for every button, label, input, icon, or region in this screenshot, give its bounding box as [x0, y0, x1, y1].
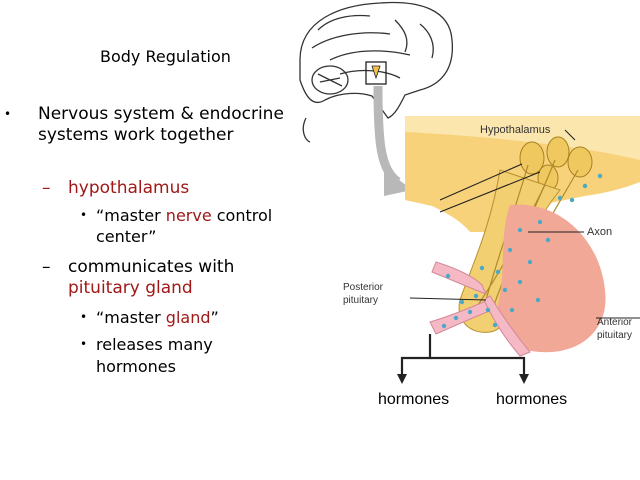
sub-bullet-hypothalamus: – hypothalamus: [42, 178, 190, 199]
bullet-item: • Nervous system & endocrine: [4, 104, 284, 125]
text-post: control: [211, 206, 273, 225]
sub-sub-bullet-releases: • releases many: [80, 334, 213, 355]
brain-outline-icon: [299, 1, 454, 143]
bullet-dot-icon: •: [80, 310, 88, 324]
label-line: Posterior: [343, 282, 384, 293]
text-post: ”: [210, 308, 219, 327]
axon-label: Axon: [587, 226, 613, 238]
text-pre: “master: [96, 206, 166, 225]
anterior-pituitary: [497, 204, 606, 353]
sub-bullet-text: hypothalamus: [68, 178, 190, 198]
sub-sub-bullet-continued: center”: [96, 227, 157, 246]
sub-sub-bullet-continued: hormones: [96, 357, 176, 376]
bullet-text-continued: systems work together: [38, 125, 234, 145]
hormone-dots: [441, 173, 603, 329]
bullet-dot-icon: •: [80, 337, 88, 351]
sub-bullet-text: communicates with: [68, 257, 235, 277]
sub-sub-bullet-master-gland: • “master gland”: [80, 307, 219, 328]
label-line: pituitary: [597, 330, 633, 341]
hormones-label-left: hormones: [378, 391, 450, 408]
blood-vessels: [429, 261, 531, 357]
text-highlight: gland: [165, 308, 211, 327]
sub-sub-bullet-master-nerve: • “master nerve control: [80, 205, 273, 226]
posterior-pituitary-label: Posterior pituitary: [343, 281, 383, 307]
sub-bullet-communicates: – communicates with: [42, 257, 235, 278]
text-highlight: nerve: [165, 206, 212, 225]
dash-icon: –: [42, 257, 51, 277]
slide-title: Body Regulation: [100, 47, 231, 66]
anterior-pituitary-label: Anterior pituitary: [597, 316, 632, 342]
hypothalamus-label: Hypothalamus: [480, 124, 551, 136]
neuron-cell-bodies: [519, 136, 593, 192]
dash-icon: –: [42, 178, 51, 198]
sub-bullet-continued: pituitary gland: [68, 278, 193, 298]
label-line: pituitary: [343, 295, 379, 306]
highlight-box: [365, 61, 387, 85]
bullet-dot-icon: •: [4, 107, 12, 121]
leader-lines: [409, 129, 640, 319]
arrow-down-icon: [397, 374, 407, 384]
zoom-arrow: [373, 85, 401, 186]
text-pre: “master: [96, 308, 166, 327]
bullet-text: Nervous system & endocrine: [38, 104, 284, 124]
pituitary-mini-icon: [371, 65, 381, 80]
sub-sub-bullet-text: releases many: [96, 335, 213, 354]
label-line: Anterior: [597, 317, 633, 328]
hormones-label-right: hormones: [496, 391, 568, 408]
bullet-dot-icon: •: [80, 208, 88, 222]
arrow-down-icon: [519, 374, 529, 384]
hormone-arrows: [400, 334, 526, 376]
